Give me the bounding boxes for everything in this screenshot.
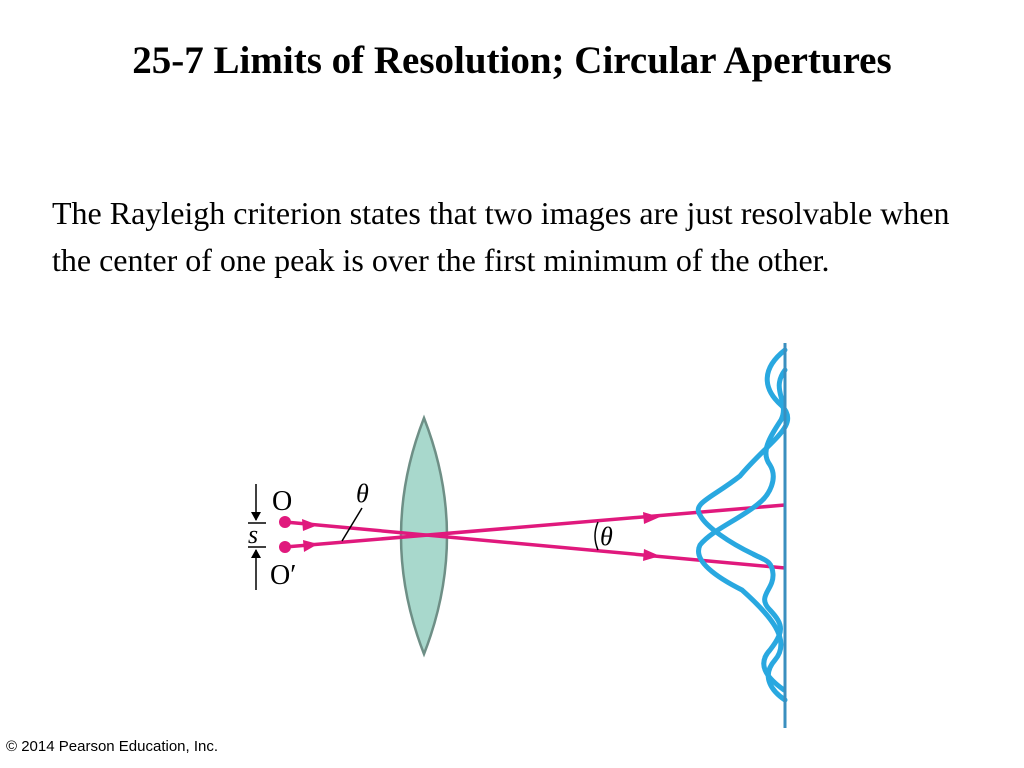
theta-arc [594,521,599,551]
ray-arrow-icon [643,549,660,561]
object-label-o-prime: O′ [270,560,296,591]
object-label-o: O [272,486,292,517]
separation-marker [248,484,266,590]
theta-label-right: θ [600,522,613,551]
intensity-pattern-o-prime [696,367,788,703]
ray-arrow-icon [643,512,660,524]
copyright-notice: © 2014 Pearson Education, Inc. [6,738,219,755]
rayleigh-criterion-text: The Rayleigh criterion states that two i… [52,195,950,278]
slide-title: 25-7 Limits of Resolution; Circular Aper… [132,39,892,82]
ray-from-o-prime [284,503,786,549]
intensity-pattern-o [695,347,791,693]
theta-leader-line [341,507,363,542]
point-source-o-prime [279,541,291,553]
ray-arrow-icon [303,540,318,552]
separation-label-s: s [248,520,258,549]
ray-arrow-icon [302,519,318,531]
theta-label-left: θ [356,479,369,508]
point-source-o [279,516,291,528]
